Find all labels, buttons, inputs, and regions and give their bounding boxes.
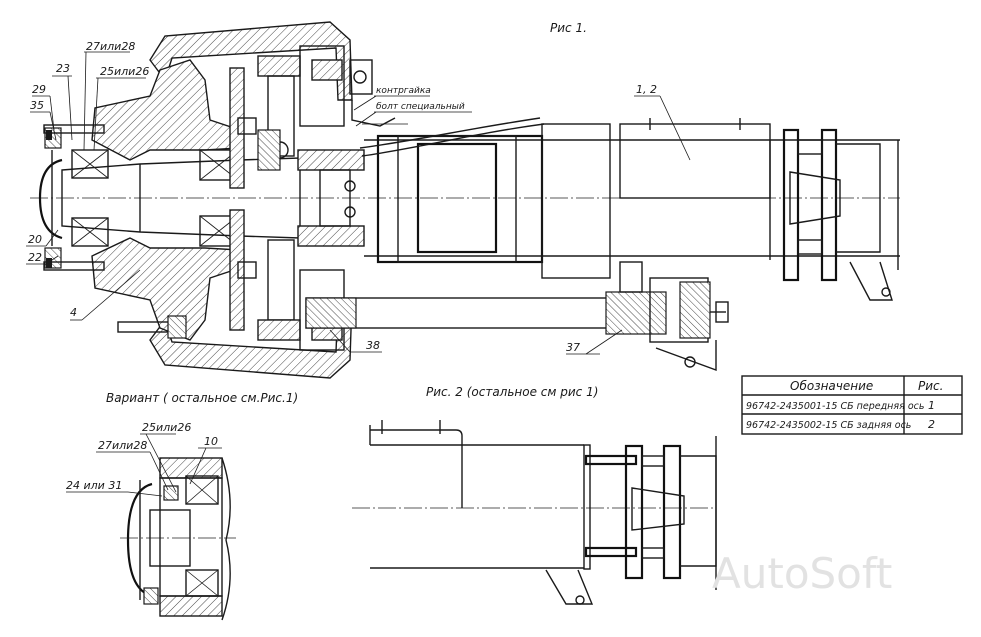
table-row-2-fig: 2 — [928, 418, 935, 431]
table-row-1-fig: 1 — [928, 399, 935, 412]
table-header-fig: Рис. — [918, 379, 943, 393]
variant-callout-10: 10 — [204, 435, 218, 448]
callout-37: 37 — [566, 341, 580, 354]
callout-leaders — [26, 51, 691, 355]
callout-35: 35 — [30, 99, 44, 112]
callout-38: 38 — [366, 339, 380, 352]
table-row-2-designation: 96742-2435002-15 СБ задняя ось — [746, 420, 911, 431]
callout-29: 29 — [32, 83, 46, 96]
callout-27or28: 27или28 — [86, 40, 135, 53]
callout-1-2: 1, 2 — [636, 83, 657, 96]
callout-locknut: контргайка — [376, 86, 431, 96]
variant-callout-24or31: 24 или 31 — [66, 479, 122, 492]
variant-title: Вариант ( остальное см.Рис.1) — [106, 391, 298, 405]
table-row-1-designation: 96742-2435001-15 СБ передняя ось — [746, 401, 924, 412]
callout-4: 4 — [70, 306, 77, 319]
table-header-designation: Обозначение — [790, 379, 873, 393]
callout-20: 20 — [28, 233, 42, 246]
variant-detail: 25или26 27или28 10 24 или 31 — [66, 421, 236, 621]
callout-25or26: 25или26 — [100, 65, 149, 78]
figure-1-title: Рис 1. — [550, 21, 587, 35]
figure-1-assembly — [30, 21, 900, 379]
figure-2-assembly — [352, 420, 717, 605]
callout-23: 23 — [56, 62, 70, 75]
designation-table: Обозначение Рис. 96742-2435001-15 СБ пер… — [741, 375, 963, 435]
variant-callout-27or28: 27или28 — [98, 439, 147, 452]
callout-labels: 23 27или28 25или26 29 35 20 22 4 38 37 1… — [28, 40, 657, 354]
callout-special-bolt: болт специальный — [376, 102, 465, 112]
watermark: AutoSoft — [712, 549, 892, 598]
figure-2-title: Рис. 2 (остальное см рис 1) — [426, 385, 598, 399]
variant-callout-25or26: 25или26 — [142, 421, 191, 434]
callout-22: 22 — [28, 251, 42, 264]
